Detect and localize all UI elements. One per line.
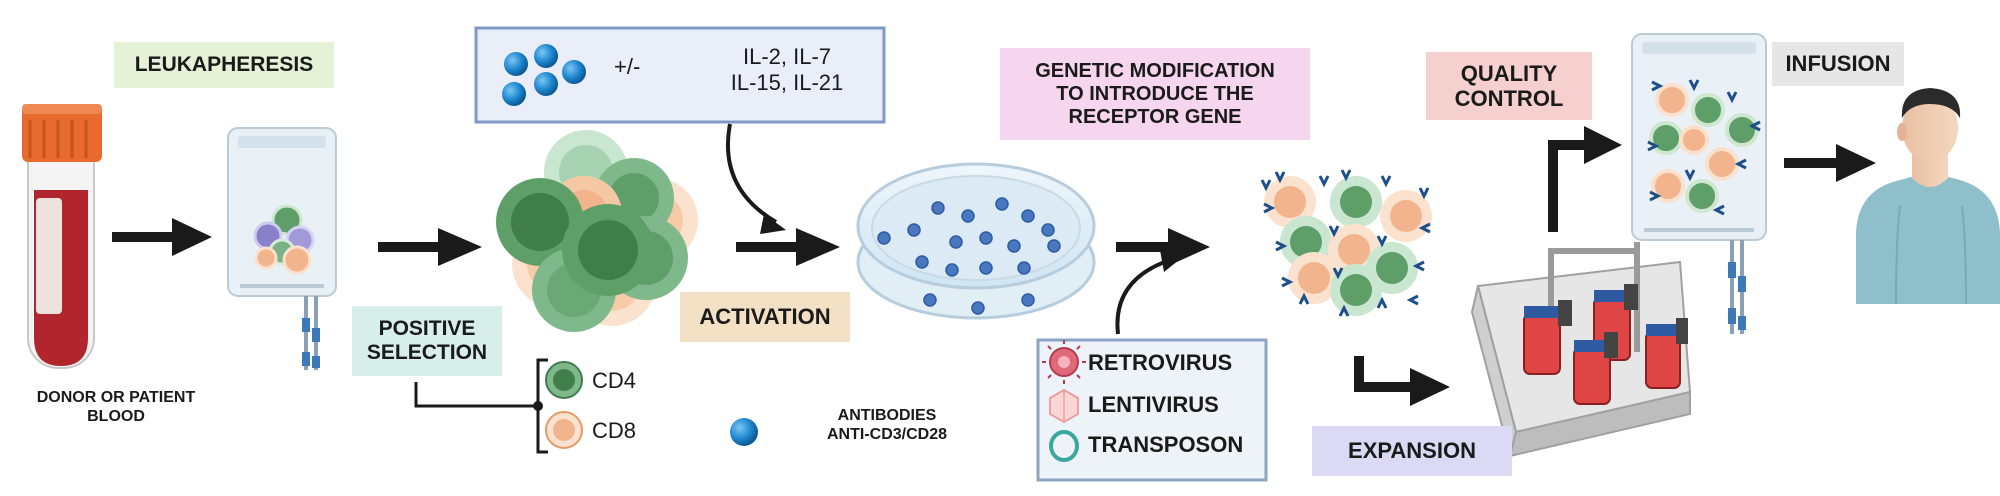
selection-legend — [414, 358, 583, 454]
lentivirus-label: LENTIVIRUS — [1088, 392, 1219, 417]
leukapheresis-bag-icon — [227, 127, 337, 370]
retrovirus-icon — [1042, 340, 1086, 384]
cytokine-sign: +/- — [614, 54, 641, 79]
selected-cell-cluster — [496, 130, 698, 332]
quality-control-label: QUALITY CONTROL — [1426, 52, 1592, 120]
petri-dish-icon — [856, 162, 1096, 320]
lentivirus-icon — [1049, 388, 1079, 424]
transposon-label: TRANSPOSON — [1088, 432, 1244, 457]
cd4-label: CD4 — [592, 368, 637, 393]
cytokine-arrow — [725, 123, 786, 234]
blood-tube-icon — [22, 104, 102, 369]
infusion-label: INFUSION — [1772, 42, 1904, 86]
cd8-label: CD8 — [592, 418, 637, 443]
bioreactor-icon — [1470, 242, 1692, 458]
arrow-2 — [378, 228, 482, 266]
blood-label: DONOR OR PATIENT BLOOD — [36, 389, 196, 426]
antibodies-label: ANTIBODIES ANTI-CD3/CD28 — [826, 407, 947, 444]
arrow-to-final-bag — [1548, 126, 1622, 232]
expansion-label: EXPANSION — [1312, 426, 1512, 476]
transposon-icon — [1049, 430, 1079, 462]
cytokine-list: IL-2, IL-7 IL-15, IL-21 — [730, 44, 844, 96]
leukapheresis-label: LEUKAPHERESIS — [114, 42, 334, 88]
cytokine-box — [474, 26, 886, 124]
retrovirus-label: RETROVIRUS — [1088, 350, 1233, 375]
final-bag-icon — [1631, 33, 1767, 334]
vector-arrow — [1115, 250, 1184, 335]
modified-cell-cluster — [1260, 169, 1432, 317]
arrow-to-expansion — [1354, 356, 1450, 406]
arrow-3 — [736, 228, 840, 266]
antibody-bead-icon — [730, 418, 758, 446]
genetic-modification-label: GENETIC MODIFICATION TO INTRODUCE THE RE… — [1000, 48, 1310, 140]
vectors-box — [1036, 338, 1268, 482]
activation-label: ACTIVATION — [680, 292, 850, 342]
arrow-to-patient — [1784, 144, 1876, 182]
positive-selection-label: POSITIVE SELECTION — [352, 306, 502, 376]
patient-icon — [1856, 88, 2000, 305]
arrow-1 — [112, 218, 212, 256]
